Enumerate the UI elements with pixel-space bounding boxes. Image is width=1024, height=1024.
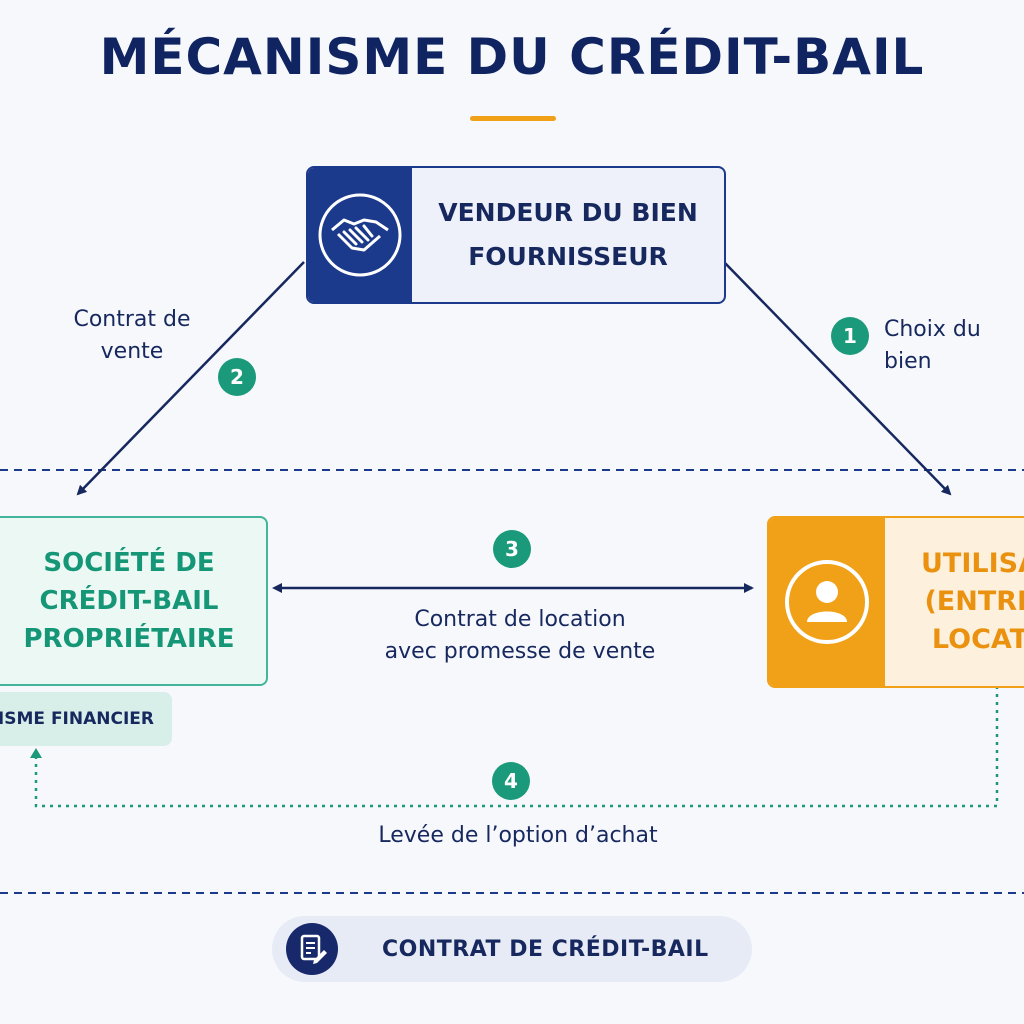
contract-icon-bg <box>286 923 338 975</box>
arrow-choix-bien <box>723 261 952 496</box>
utilisateur-box: UTILISA (ENTRE LOCAT <box>767 516 1024 688</box>
step4-label: Levée de l’option d’achat <box>378 823 658 848</box>
step1-badge: 1 <box>831 317 869 355</box>
vendor-label: VENDEUR DU BIEN FOURNISSEUR <box>412 168 724 302</box>
societe-box: SOCIÉTÉ DE CRÉDIT-BAIL PROPRIÉTAIRE <box>0 516 268 686</box>
arrow-levee-option <box>30 686 999 808</box>
step1-label: Choix du bien <box>884 314 981 378</box>
societe-label-line3: PROPRIÉTAIRE <box>23 624 235 654</box>
step1-label-line2: bien <box>884 349 932 374</box>
diagram-title: MÉCANISME DU CRÉDIT-BAIL <box>99 28 925 86</box>
societe-label-line2: CRÉDIT-BAIL <box>39 586 219 616</box>
step1-label-line1: Choix du <box>884 317 981 342</box>
step3-label: Contrat de location avec promesse de ven… <box>330 604 710 668</box>
utilisateur-label-line3: LOCAT <box>931 624 1024 655</box>
contract-document-icon <box>300 934 327 964</box>
step2-badge: 2 <box>218 358 256 396</box>
utilisateur-label-line1: UTILISA <box>921 548 1024 579</box>
user-icon-pane <box>769 518 885 686</box>
step2-label: Contrat de vente <box>66 304 198 368</box>
vendor-icon-pane <box>308 168 412 302</box>
step2-label-line1: Contrat de <box>73 307 191 332</box>
step3-badge: 3 <box>493 530 531 568</box>
contract-credit-bail-pill: CONTRAT DE CRÉDIT-BAIL <box>272 916 752 982</box>
utilisateur-label: UTILISA (ENTRE LOCAT <box>885 518 1024 686</box>
vendor-label-line1: VENDEUR DU BIEN <box>438 198 698 227</box>
utilisateur-label-line2: (ENTRE <box>924 586 1024 617</box>
societe-label-line1: SOCIÉTÉ DE <box>43 548 215 578</box>
step2-label-line2: vente <box>100 339 164 364</box>
user-icon <box>785 560 869 644</box>
step3-label-line1: Contrat de location <box>414 607 626 632</box>
organisme-financier-pill: ISME FINANCIER <box>0 692 172 746</box>
arrow-contrat-vente <box>76 261 305 496</box>
title-underline <box>470 116 556 121</box>
handshake-icon <box>318 193 402 277</box>
step3-label-line2: avec promesse de vente <box>384 639 656 664</box>
contract-label: CONTRAT DE CRÉDIT-BAIL <box>382 936 709 962</box>
step4-badge: 4 <box>492 762 530 800</box>
vendor-label-line2: FOURNISSEUR <box>468 242 668 271</box>
vendor-box: VENDEUR DU BIEN FOURNISSEUR <box>306 166 726 304</box>
